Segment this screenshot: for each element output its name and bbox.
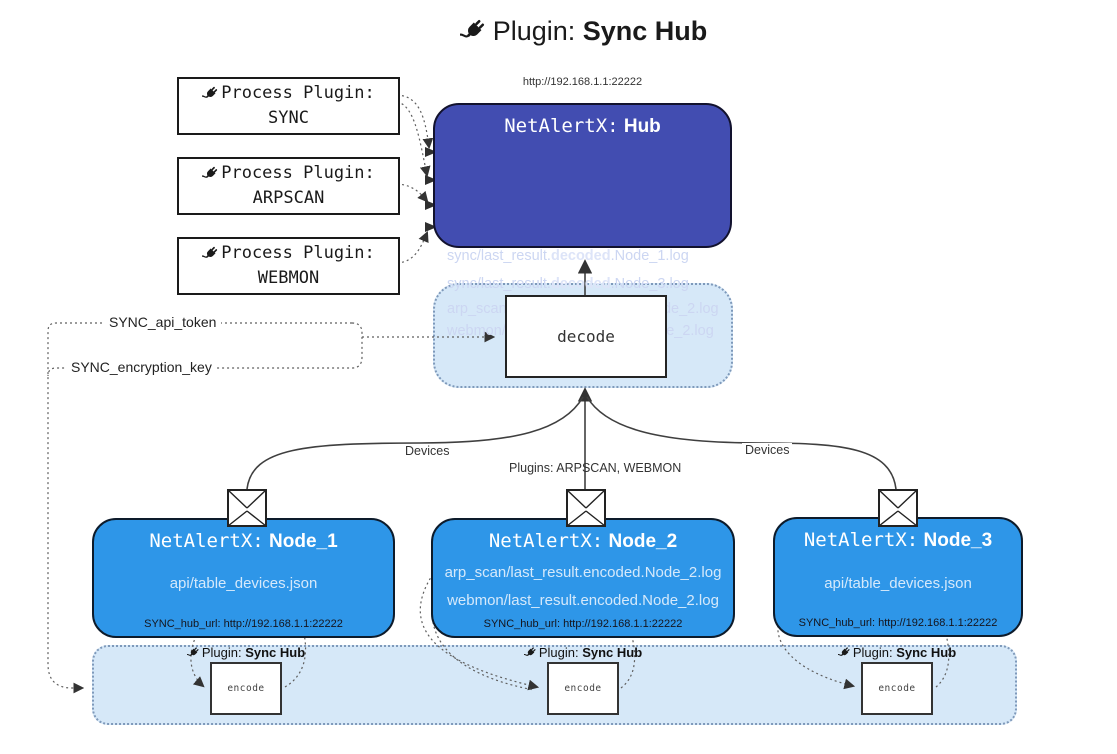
process-plugin-name: ARPSCAN bbox=[252, 188, 325, 208]
node-hub-url: SYNC_hub_url: http://192.168.1.1:22222 bbox=[144, 618, 343, 630]
node-file-line: webmon/last_result.encoded.Node_2.log bbox=[447, 592, 719, 609]
edge-label-devices-right: Devices bbox=[742, 443, 793, 457]
envelope-icon bbox=[227, 489, 267, 527]
process-plugin-label: Process Plugin: bbox=[221, 83, 375, 104]
link-sync-plugin-line2 bbox=[396, 101, 431, 178]
node-title: NetAlertX: Node_3 bbox=[803, 529, 993, 551]
edge-node1-devices bbox=[246, 396, 584, 490]
hub-node[interactable]: NetAlertX: Hub sync/last_result.decoded.… bbox=[433, 103, 732, 339]
hub-log-line: sync/last_result.decoded.Node_3.log bbox=[447, 276, 689, 292]
link-sync-plugin-line1 bbox=[396, 94, 434, 150]
encode-plugin-label: Plugin: Sync Hub bbox=[498, 645, 668, 660]
encode-box-2[interactable]: encode bbox=[547, 662, 619, 715]
process-plugin-sync[interactable]: Process Plugin: SYNC bbox=[177, 77, 400, 135]
envelope-icon bbox=[566, 489, 606, 527]
process-plugin-webmon[interactable]: Process Plugin: WEBMON bbox=[177, 237, 400, 295]
link-arpscan-plugin bbox=[396, 183, 429, 203]
process-plugin-arpscan[interactable]: Process Plugin: ARPSCAN bbox=[177, 157, 400, 215]
plug-icon bbox=[460, 17, 487, 44]
plug-icon bbox=[187, 646, 200, 659]
node-file-line: api/table_devices.json bbox=[169, 575, 318, 592]
encode-label: encode bbox=[227, 683, 265, 694]
plug-icon bbox=[524, 646, 537, 659]
node-file-line: arp_scan/last_result.encoded.Node_2.log bbox=[444, 564, 722, 581]
encode-label: encode bbox=[878, 683, 916, 694]
edge-label-plugins-center: Plugins: ARPSCAN, WEBMON bbox=[509, 461, 682, 475]
plug-icon bbox=[838, 646, 851, 659]
node-2[interactable]: NetAlertX: Node_2 arp_scan/last_result.e… bbox=[431, 518, 735, 638]
node-file-line: api/table_devices.json bbox=[824, 575, 972, 592]
node-title: NetAlertX: Node_1 bbox=[149, 530, 338, 552]
node-1[interactable]: NetAlertX: Node_1 api/table_devices.json… bbox=[92, 518, 395, 638]
config-encryption-key-label: SYNC_encryption_key bbox=[66, 359, 217, 375]
page-title-name: Sync Hub bbox=[582, 16, 708, 46]
hub-url: http://192.168.1.1:22222 bbox=[522, 76, 643, 88]
plug-icon bbox=[202, 165, 219, 182]
process-plugin-label: Process Plugin: bbox=[221, 243, 375, 264]
decode-box[interactable]: decode bbox=[505, 295, 667, 378]
hub-title: NetAlertX: Hub bbox=[435, 115, 730, 138]
page-title-prefix: Plugin: bbox=[492, 16, 576, 46]
node-3[interactable]: NetAlertX: Node_3 api/table_devices.json… bbox=[773, 517, 1023, 637]
node-title: NetAlertX: Node_2 bbox=[488, 530, 678, 552]
hub-log-line: sync/last_result.decoded.Node_1.log bbox=[447, 248, 689, 264]
process-plugin-label: Process Plugin: bbox=[221, 163, 375, 184]
process-plugin-name: WEBMON bbox=[257, 268, 320, 288]
encode-plugin-label: Plugin: Sync Hub bbox=[161, 645, 331, 660]
plug-icon bbox=[202, 245, 219, 262]
envelope-icon bbox=[878, 489, 918, 527]
encode-label: encode bbox=[564, 683, 602, 694]
node-hub-url: SYNC_hub_url: http://192.168.1.1:22222 bbox=[798, 617, 998, 629]
hub-title-prefix: NetAlertX: bbox=[504, 115, 619, 137]
hub-title-name: Hub bbox=[623, 116, 661, 137]
link-webmon-plugin bbox=[396, 231, 429, 264]
page-title: Plugin: Sync Hub bbox=[50, 16, 1117, 47]
encode-plugin-label: Plugin: Sync Hub bbox=[812, 645, 982, 660]
plug-icon bbox=[202, 85, 219, 102]
node-hub-url: SYNC_hub_url: http://192.168.1.1:22222 bbox=[483, 618, 683, 630]
decode-label: decode bbox=[557, 327, 615, 346]
process-plugin-name: SYNC bbox=[268, 108, 309, 128]
config-api-token-label: SYNC_api_token bbox=[104, 314, 222, 330]
encode-box-1[interactable]: encode bbox=[210, 662, 282, 715]
encode-box-3[interactable]: encode bbox=[861, 662, 933, 715]
edge-label-devices-left: Devices bbox=[402, 444, 453, 458]
